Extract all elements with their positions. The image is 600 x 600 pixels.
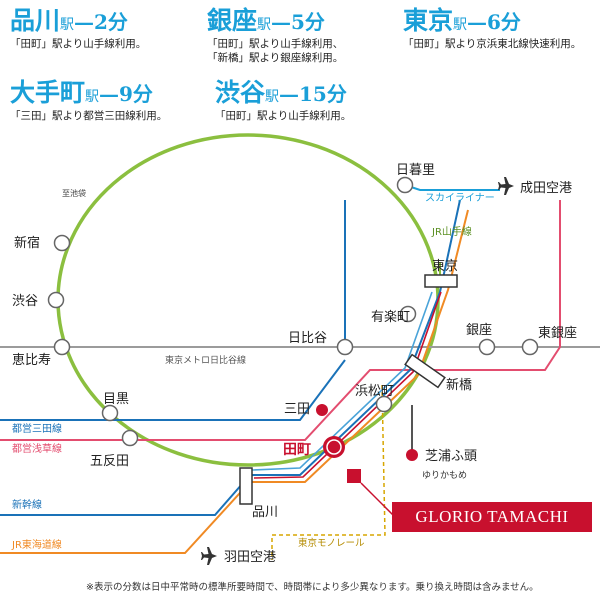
label-hamamatsucho: 浜松町 — [355, 384, 394, 399]
dest-station: 大手町 — [10, 78, 86, 107]
label-hibiya: 日比谷 — [288, 331, 327, 346]
mita-marker — [316, 404, 328, 416]
dest-note: 「田町」駅より山手線利用。 — [10, 38, 147, 50]
destination-otemachi: 大手町駅—9分 「三田」駅より都営三田線利用。 — [10, 80, 167, 123]
dest-station: 渋谷 — [215, 78, 266, 107]
shinbashi-transfer — [404, 353, 446, 389]
label-tamachi: 田町 — [283, 442, 311, 458]
label-skyliner: スカイライナー — [425, 192, 495, 204]
shinkansen-line — [0, 199, 461, 516]
gotanda-marker — [121, 429, 139, 447]
label-shinbashi: 新橋 — [446, 377, 472, 393]
label-nippori: 日暮里 — [396, 163, 435, 178]
label-asakusa-line: 都営浅草線 — [12, 442, 62, 455]
airplane-icon — [498, 177, 514, 195]
label-shibuya: 渋谷 — [12, 294, 38, 309]
destination-ginza: 銀座駅—5分 「田町」駅より山手線利用、 「新橋」駅より銀座線利用。 — [207, 8, 343, 65]
shinjuku-marker — [53, 234, 71, 252]
dest-station: 銀座 — [207, 6, 258, 35]
nippori-marker — [396, 176, 414, 194]
hibiya-marker — [336, 338, 354, 356]
monorail-line — [271, 384, 386, 560]
destination-shinagawa: 品川駅—2分 「田町」駅より山手線利用。 — [10, 8, 146, 51]
dest-time: —2分 — [74, 10, 128, 34]
keihin-line — [251, 291, 433, 471]
shibuya-marker — [47, 291, 65, 309]
station-markers — [47, 176, 539, 461]
label-ikebukuro-dir: 至池袋 — [62, 188, 86, 198]
dest-note-1: 「田町」駅より山手線利用、 — [207, 38, 344, 50]
label-tokyo: 東京 — [432, 258, 458, 274]
label-mita: 三田 — [284, 402, 310, 417]
label-meguro: 目黒 — [103, 392, 129, 407]
dest-eki: 駅 — [85, 89, 100, 105]
airplane-icon — [201, 547, 217, 565]
higashi-ginza-marker — [521, 338, 539, 356]
dest-note-2: 「新橋」駅より銀座線利用。 — [207, 52, 344, 64]
dest-time: —6分 — [467, 10, 521, 34]
dest-time: —9分 — [99, 82, 153, 106]
tamachi-marker — [323, 436, 345, 458]
footnote: ※表示の分数は日中平常時の標準所要時間で、時間帯により多少異なります。乗り換え時… — [86, 582, 539, 593]
dest-time: —5分 — [271, 10, 325, 34]
label-shinagawa: 品川 — [252, 505, 278, 520]
label-higashi-ginza: 東銀座 — [538, 325, 577, 341]
tokyo-transfer — [424, 274, 458, 288]
yurakucho-marker — [399, 305, 417, 323]
label-hibiya-line: 東京メトロ日比谷線 — [165, 354, 246, 366]
label-yamanote: JR山手線 — [431, 225, 472, 238]
property-marker — [347, 469, 361, 483]
dest-eki: 駅 — [265, 89, 280, 105]
property-name-banner: GLORIO TAMACHI — [392, 502, 592, 532]
destination-tokyo: 東京駅—6分 「田町」駅より京浜東北線快速利用。 — [403, 8, 581, 51]
label-yurikamome: ゆりかもめ — [422, 470, 467, 481]
label-ebisu: 恵比寿 — [12, 353, 51, 368]
label-gotanda: 五反田 — [90, 454, 129, 469]
dest-eki: 駅 — [257, 17, 272, 33]
dest-eki: 駅 — [453, 17, 468, 33]
mita-line — [0, 359, 346, 421]
tokaido-line — [0, 209, 469, 554]
label-yurakucho: 有楽町 — [371, 309, 410, 325]
label-tokaido: JR東海道線 — [11, 538, 62, 551]
meguro-marker — [101, 404, 119, 422]
label-shibaura-futo: 芝浦ふ頭 — [425, 448, 477, 464]
label-monorail: 東京モノレール — [298, 537, 365, 549]
dest-eki: 駅 — [60, 17, 75, 33]
label-narita: 成田空港 — [520, 181, 572, 196]
ginza-marker — [478, 338, 496, 356]
dest-note: 「三田」駅より都営三田線利用。 — [10, 110, 168, 122]
red-line — [253, 291, 442, 479]
skyliner-line — [404, 184, 500, 191]
shibaura-futo-marker — [406, 449, 418, 461]
label-shinjuku: 新宿 — [14, 235, 40, 251]
label-haneda: 羽田空港 — [224, 550, 276, 565]
destination-shibuya: 渋谷駅—15分 「田町」駅より山手線利用。 — [215, 80, 351, 123]
label-mita-line: 都営三田線 — [12, 422, 62, 435]
tamachi-marker-ring — [326, 439, 342, 455]
dest-station: 東京 — [403, 6, 454, 35]
ebisu-marker — [53, 338, 71, 356]
label-ginza: 銀座 — [466, 323, 492, 338]
hamamatsucho-marker — [375, 395, 393, 413]
dest-note: 「田町」駅より山手線利用。 — [215, 110, 352, 122]
dest-note: 「田町」駅より京浜東北線快速利用。 — [403, 38, 582, 50]
property-leader — [360, 482, 396, 518]
shinagawa-transfer — [239, 467, 253, 505]
dest-time: —15分 — [279, 82, 347, 106]
asakusa-line — [0, 200, 561, 441]
dest-station: 品川 — [10, 6, 61, 35]
label-shinkansen: 新幹線 — [12, 498, 42, 511]
